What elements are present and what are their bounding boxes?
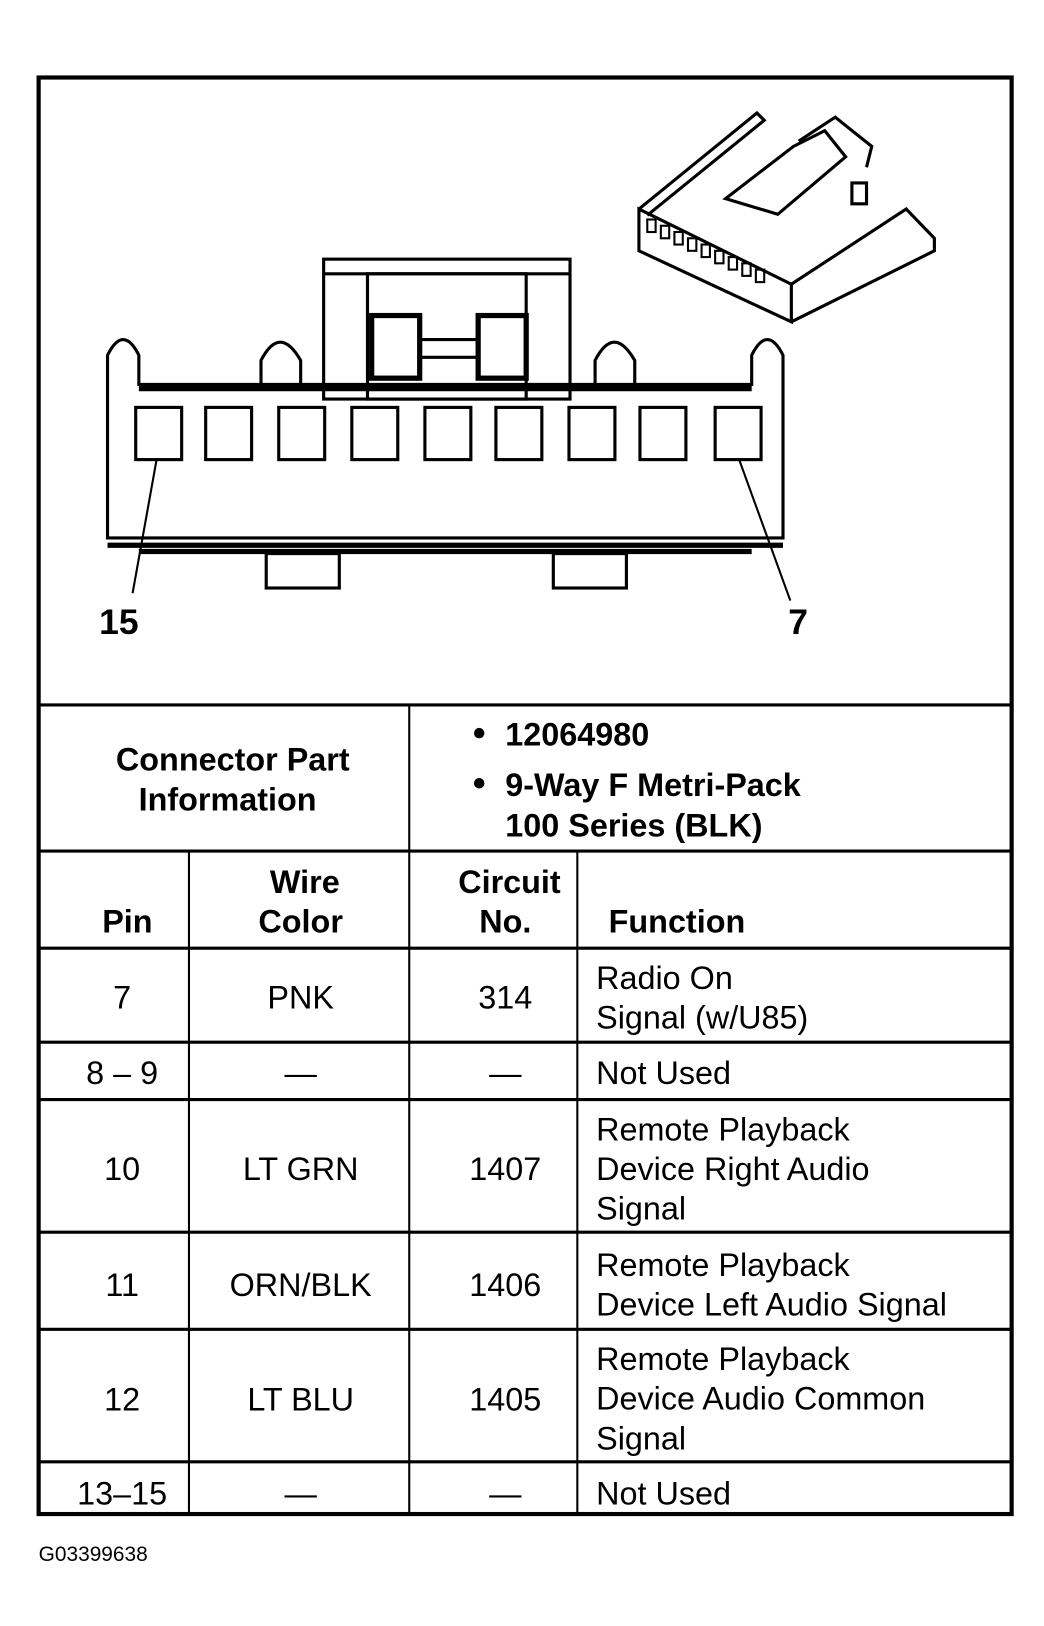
function-cell: Device Right Audio	[596, 1151, 869, 1187]
pin-cell: 7	[113, 980, 131, 1016]
circuit-cell: 314	[478, 980, 532, 1016]
circuit-cell: 1405	[469, 1382, 541, 1418]
table-row: 10 LT GRN 1407 Remote Playback Device Ri…	[104, 1111, 869, 1226]
connector-info-label-2: Information	[139, 781, 317, 817]
table-grid	[38, 703, 1012, 1515]
function-cell: Signal	[596, 1191, 686, 1227]
wire-cell: —	[284, 1476, 317, 1512]
table-header: Pin Wire Color Circuit No. Function	[102, 864, 745, 940]
pin-callout-7: 7	[788, 602, 808, 642]
function-cell: Remote Playback	[596, 1247, 850, 1283]
function-cell: Signal	[596, 1420, 686, 1456]
function-cell: Radio On	[596, 960, 733, 996]
table-row: 7 PNK 314 Radio On Signal (w/U85)	[113, 960, 808, 1036]
pin-cavities	[134, 405, 763, 462]
connector-isometric-view	[637, 110, 936, 325]
function-cell: Remote Playback	[596, 1111, 850, 1147]
connector-description-2: 100 Series (BLK)	[505, 807, 762, 843]
header-wire-2: Color	[258, 904, 343, 940]
connector-part-info: Connector Part Information 12064980 9-Wa…	[116, 717, 802, 844]
pin-cell: 11	[105, 1267, 139, 1303]
table-row: 8 – 9 — — Not Used	[86, 1055, 731, 1091]
connector-front-view	[105, 257, 792, 601]
connector-description-1: 9-Way F Metri-Pack	[505, 767, 802, 803]
function-cell: Signal (w/U85)	[596, 1000, 808, 1036]
figure-id: G03399638	[39, 1543, 148, 1566]
pin-callout-15: 15	[99, 602, 138, 642]
part-number: 12064980	[505, 717, 649, 753]
circuit-cell: 1406	[469, 1267, 541, 1303]
table-row: 11 ORN/BLK 1406 Remote Playback Device L…	[105, 1247, 947, 1323]
function-cell: Device Audio Common	[596, 1381, 925, 1417]
circuit-cell: —	[489, 1055, 522, 1091]
wire-cell: LT BLU	[247, 1382, 354, 1418]
connector-info-label-1: Connector Part	[116, 742, 350, 778]
outer-frame	[36, 75, 1014, 1517]
function-cell: Device Left Audio Signal	[596, 1287, 947, 1323]
header-pin: Pin	[102, 904, 152, 940]
wire-cell: PNK	[267, 980, 334, 1016]
function-cell: Remote Playback	[596, 1341, 850, 1377]
circuit-cell: —	[489, 1476, 522, 1512]
wire-cell: —	[284, 1055, 317, 1091]
header-wire-1: Wire	[270, 864, 340, 900]
header-circuit-2: No.	[479, 904, 531, 940]
wire-cell: ORN/BLK	[230, 1267, 372, 1303]
bullet-icon	[473, 727, 485, 739]
function-cell: Not Used	[596, 1055, 731, 1091]
wire-cell: LT GRN	[243, 1151, 359, 1187]
pin-cell: 8 – 9	[86, 1055, 158, 1091]
bullet-icon	[473, 778, 485, 789]
pin-cell: 13–15	[77, 1476, 167, 1512]
header-circuit-1: Circuit	[458, 864, 561, 900]
table-row: 12 LT BLU 1405 Remote Playback Device Au…	[104, 1341, 925, 1456]
function-cell: Not Used	[596, 1476, 731, 1512]
header-function: Function	[609, 904, 746, 940]
table-row: 13–15 — — Not Used	[77, 1476, 731, 1512]
circuit-cell: 1407	[469, 1151, 541, 1187]
pin-cell: 10	[104, 1151, 140, 1187]
pin-cell: 12	[104, 1382, 140, 1418]
